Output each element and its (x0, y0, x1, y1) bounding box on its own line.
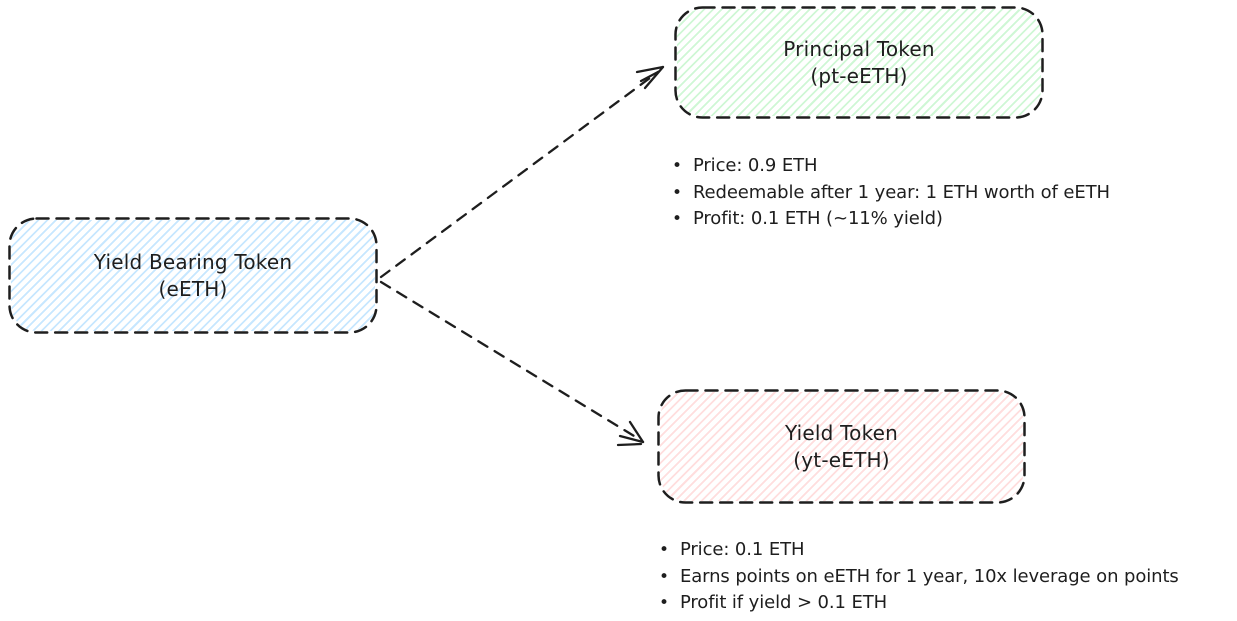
principal-token-bullet-list: • Price: 0.9 ETH • Redeemable after 1 ye… (672, 153, 1110, 233)
arrow-to-principal (379, 65, 665, 279)
arrowhead (628, 420, 645, 444)
node-principal-token: Principal Token (pt-eETH) (675, 7, 1043, 118)
bullet-text: Profit: 0.1 ETH (~11% yield) (692, 208, 943, 230)
arrowhead (639, 70, 660, 83)
arrowhead (616, 442, 643, 447)
node-yield-bearing-token: Yield Bearing Token (eETH) (9, 218, 377, 333)
list-item: • Profit: 0.1 ETH (~11% yield) (672, 206, 1110, 233)
bullet-icon: • (672, 156, 682, 176)
list-item: • Redeemable after 1 year: 1 ETH worth o… (672, 180, 1110, 207)
bullet-text: Redeemable after 1 year: 1 ETH worth of … (692, 181, 1110, 203)
arrowhead (635, 65, 665, 74)
bullet-icon: • (659, 566, 669, 587)
node-title: Yield Bearing Token (93, 249, 293, 274)
bullet-icon: • (659, 540, 669, 560)
list-item: • Price: 0.9 ETH (672, 153, 1110, 180)
arrow-to-yield (379, 280, 645, 447)
list-item: • Price: 0.1 ETH (659, 537, 1179, 564)
node-title: Yield Token (784, 420, 899, 445)
yield-token-bullet-list: • Price: 0.1 ETH • Earns points on eETH … (659, 537, 1179, 617)
arrowhead (643, 65, 665, 90)
node-yield-token: Yield Token (yt-eETH) (658, 390, 1025, 503)
node-subtitle: (pt-eETH) (810, 63, 908, 88)
bullet-icon: • (672, 209, 682, 230)
list-item: • Profit if yield > 0.1 ETH (659, 590, 1179, 617)
bullet-icon: • (672, 182, 682, 203)
node-title: Principal Token (783, 36, 935, 61)
node-subtitle: (eETH) (158, 276, 228, 301)
bullet-text: Price: 0.1 ETH (679, 539, 805, 560)
bullet-text: Price: 0.9 ETH (692, 155, 818, 176)
list-item: • Earns points on eETH for 1 year, 10x l… (659, 564, 1179, 591)
arrowhead (618, 434, 645, 444)
node-subtitle: (yt-eETH) (793, 447, 890, 472)
bullet-text: Earns points on eETH for 1 year, 10x lev… (679, 565, 1179, 587)
bullet-icon: • (659, 593, 669, 614)
bullet-text: Profit if yield > 0.1 ETH (679, 592, 888, 614)
